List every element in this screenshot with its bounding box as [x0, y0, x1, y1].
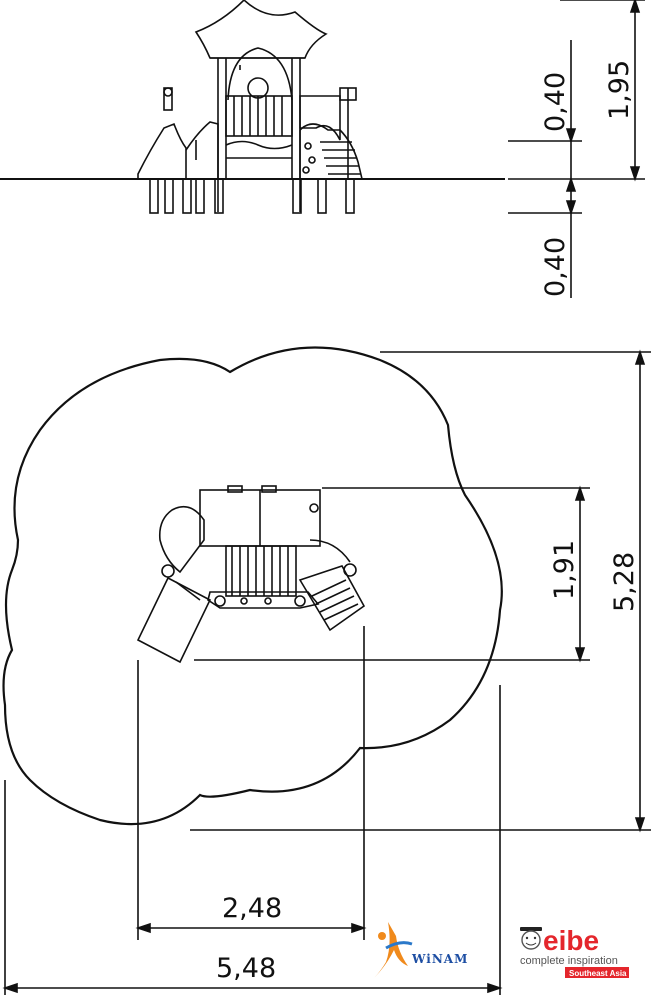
tower-roof: [194, 0, 328, 59]
eibe-region-badge-bg: [565, 967, 629, 978]
platform-deck: [225, 545, 297, 597]
dim-label-depth-safety-area: 5,28: [609, 552, 640, 612]
dim-label-width-equipment: 2,48: [222, 893, 282, 924]
climber-profile: [299, 123, 364, 180]
eibe-logo: eibe complete inspiration Southeast Asia: [520, 925, 629, 978]
dim-label-depth-equipment: 1,91: [549, 540, 580, 600]
eibe-wordmark: eibe: [543, 925, 599, 956]
slide-left-profile: [137, 122, 187, 180]
safety-area-outline: [2, 346, 503, 826]
dim-label-depth-foundation: 0,40: [540, 237, 571, 297]
dim-label-height-platform: 0,40: [540, 72, 571, 132]
winam-figure-icon: [374, 922, 408, 978]
side-elevation: [0, 0, 645, 298]
eibe-face-icon: [520, 927, 542, 950]
eibe-tagline: complete inspiration: [520, 955, 618, 967]
winam-logo: WiNAM: [374, 922, 468, 978]
straight-slide-plan: [136, 576, 212, 664]
tube-slide-plan: [158, 505, 205, 574]
climbing-frame-plan: [298, 565, 366, 632]
winam-wordmark: WiNAM: [411, 952, 468, 966]
dim-label-height-total: 1,95: [604, 60, 635, 120]
equipment-plan: [136, 485, 366, 664]
eibe-region-badge: Southeast Asia: [569, 969, 627, 978]
dim-label-width-safety-area: 5,48: [216, 953, 276, 984]
foundation-posts: [149, 178, 355, 214]
plan-view: [2, 346, 651, 995]
